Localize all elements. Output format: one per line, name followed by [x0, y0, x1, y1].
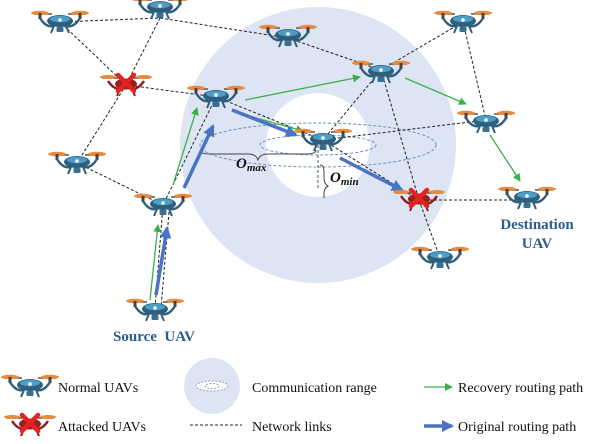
o-min-label: Omin: [330, 170, 359, 188]
legend-original-label: Original routing path: [458, 420, 576, 435]
legend-attacked-uav-icon: [4, 415, 56, 436]
o-min-brace: [319, 164, 330, 198]
legend-range-label: Communication range: [252, 381, 377, 396]
drone-icon: [432, 9, 494, 35]
attacked-drone-icon: [100, 75, 152, 96]
o-max-brace: [199, 149, 317, 162]
legend-attacked-label: Attacked UAVs: [58, 420, 146, 435]
legend: Normal UAVs Attacked UAVs Communication …: [0, 358, 583, 436]
o-max-label: Omax: [236, 156, 267, 174]
drone-icon: [455, 109, 517, 135]
drone-icon: [409, 245, 471, 271]
legend-normal-label: Normal UAVs: [58, 381, 138, 396]
destination-uav-label-line2: UAV: [522, 236, 553, 252]
legend-network-label: Network links: [252, 420, 332, 435]
legend-normal-uav-icon: [0, 373, 61, 399]
drone-icon: [29, 9, 91, 35]
legend-recovery-label: Recovery routing path: [458, 381, 583, 396]
range-disk-outer: [199, 122, 437, 168]
drone-icon: [132, 192, 194, 218]
original-routing-path: [154, 108, 404, 296]
drone-icon: [46, 150, 108, 176]
drone-icon: [496, 185, 558, 211]
source-uav-label: Source UAV: [113, 329, 195, 345]
drone-icon: [129, 0, 191, 21]
destination-uav-label-line1: Destination: [500, 217, 574, 233]
